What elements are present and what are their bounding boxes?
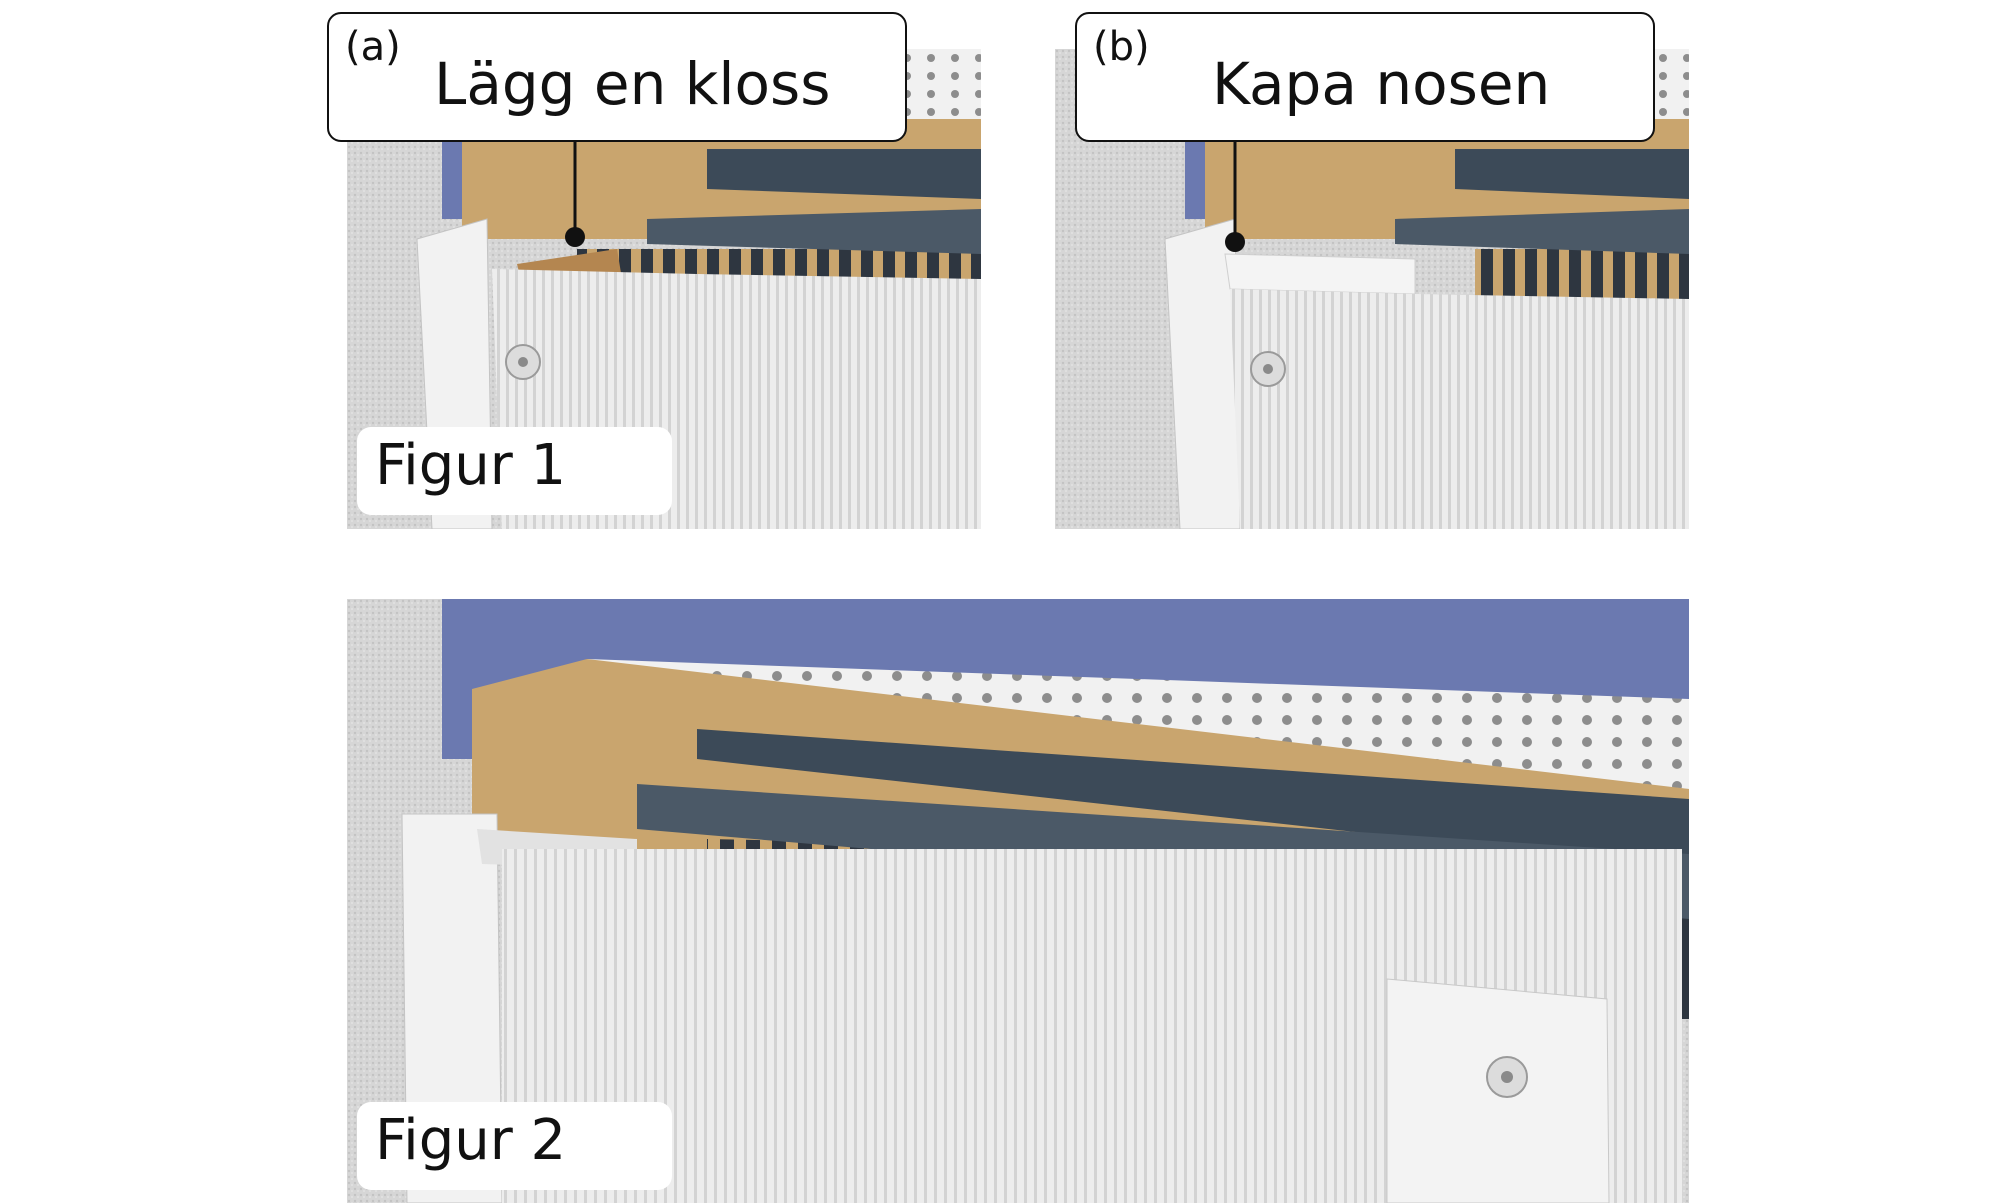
figure-1-label: Figur 1 bbox=[357, 427, 672, 515]
dark-profile-top bbox=[697, 729, 1689, 869]
callout-a: (a) Lägg en kloss bbox=[327, 12, 907, 142]
dark-profile-bottom bbox=[1395, 209, 1689, 254]
dark-profile-top bbox=[707, 149, 981, 199]
callout-b: (b) Kapa nosen bbox=[1075, 12, 1655, 142]
ribbed-panel-right bbox=[697, 274, 981, 529]
dark-profile-top bbox=[1455, 149, 1689, 199]
illustration-fig2 bbox=[347, 599, 1689, 1203]
callout-b-letter: (b) bbox=[1093, 24, 1150, 70]
cut-nose-area bbox=[1224, 253, 1416, 295]
figure-2-label: Figur 2 bbox=[357, 1102, 672, 1190]
callout-a-text: Lägg en kloss bbox=[434, 50, 831, 118]
corner-profile bbox=[1164, 218, 1241, 529]
ribbed-panel-right bbox=[1415, 294, 1689, 529]
leader-dot-b bbox=[1225, 232, 1245, 252]
callout-b-text: Kapa nosen bbox=[1212, 50, 1551, 118]
figure-2-panel bbox=[347, 599, 1689, 1203]
dark-profile-bottom bbox=[647, 209, 981, 254]
callout-a-letter: (a) bbox=[345, 24, 401, 70]
ribbed-panel bbox=[1230, 289, 1415, 529]
leader-dot-a bbox=[565, 227, 585, 247]
